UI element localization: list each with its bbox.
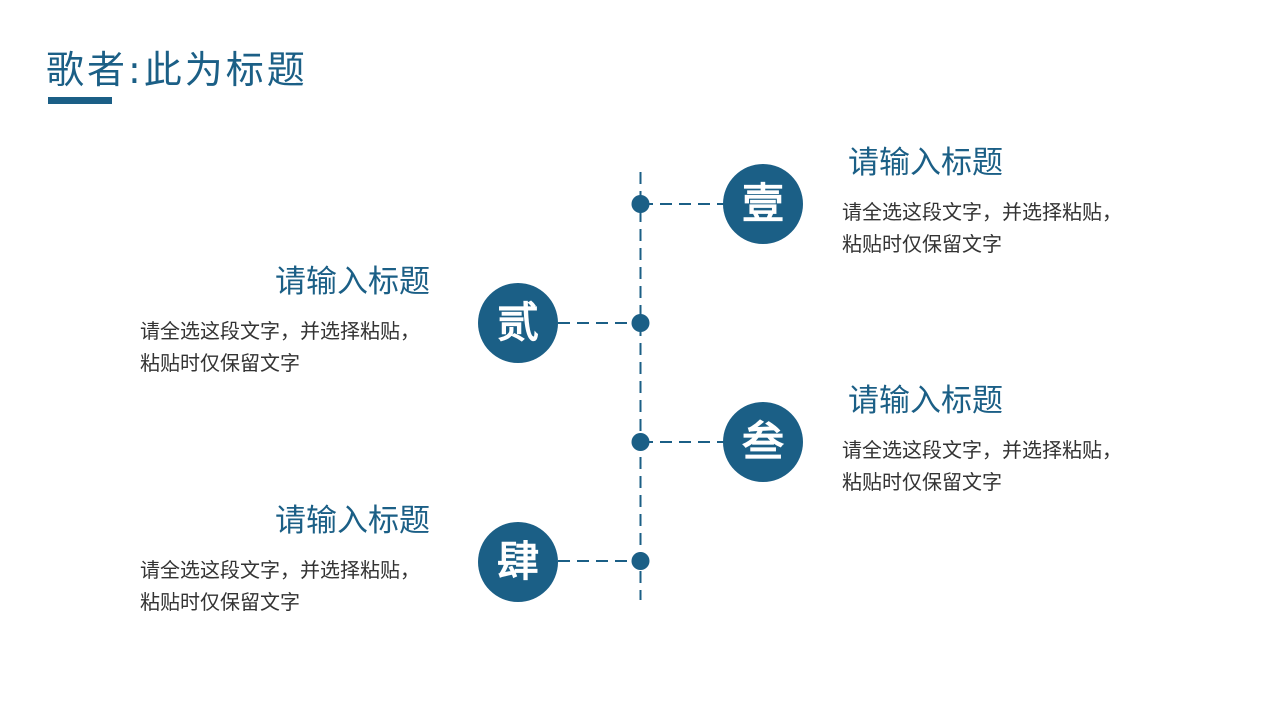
item-4-title: 请输入标题 — [275, 503, 430, 539]
item-1-title: 请输入标题 — [848, 145, 1003, 181]
title-underline — [48, 97, 112, 104]
badge-4: 肆 — [478, 522, 558, 602]
item-3-title: 请输入标题 — [848, 383, 1003, 419]
timeline-dot-3 — [631, 433, 650, 451]
item-1-description: 请全选这段文字，并选择粘贴，粘贴时仅保留文字 — [842, 200, 1122, 256]
badge-1: 壹 — [723, 164, 803, 244]
item-4-description: 请全选这段文字，并选择粘贴，粘贴时仅保留文字 — [140, 558, 420, 614]
item-2-title: 请输入标题 — [275, 264, 430, 300]
timeline-dot-4 — [631, 552, 650, 570]
badge-2: 贰 — [478, 283, 558, 363]
item-2-description: 请全选这段文字，并选择粘贴，粘贴时仅保留文字 — [140, 319, 420, 375]
badge-3: 叁 — [723, 402, 803, 482]
page-title: 歌者:此为标题 — [46, 48, 308, 92]
timeline-dot-2 — [631, 314, 650, 332]
timeline-dot-1 — [631, 195, 650, 213]
item-3-description: 请全选这段文字，并选择粘贴，粘贴时仅保留文字 — [842, 438, 1122, 494]
